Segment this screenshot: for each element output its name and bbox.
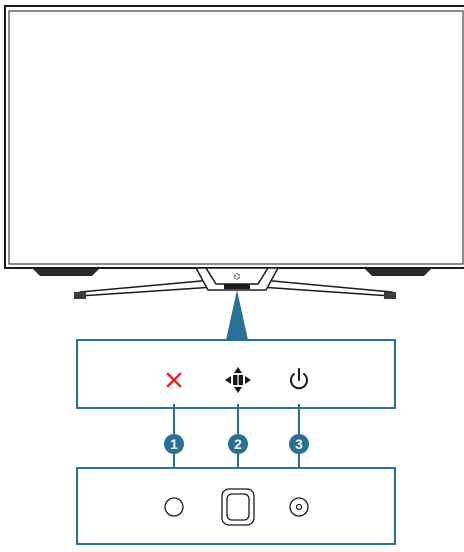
stand-neck-inner <box>204 267 270 285</box>
joystick-button-icon <box>221 488 255 526</box>
monitor-screen-inner-edge <box>8 10 464 265</box>
badge-3: 3 <box>289 434 309 454</box>
connector-lines <box>173 404 300 468</box>
rog-logo-icon: ⌬ <box>234 272 241 281</box>
monitor <box>4 5 464 276</box>
stand-foot-left <box>74 292 86 299</box>
stand-leg-right <box>259 279 393 297</box>
function-panel <box>76 339 396 409</box>
round-button-icon <box>164 497 184 517</box>
badge-1: 1 <box>164 434 184 454</box>
monitor-screen <box>4 5 464 269</box>
pointer-triangle <box>226 290 248 340</box>
monitor-stand <box>74 267 396 299</box>
power-icon <box>290 368 308 390</box>
badge-3-label: 3 <box>295 436 303 452</box>
close-x-icon <box>166 372 182 388</box>
speaker-left <box>32 268 100 276</box>
control-button-panel <box>224 284 250 289</box>
badge-1-label: 1 <box>170 436 178 452</box>
badge-2-label: 2 <box>234 436 242 452</box>
stand-foot-right <box>384 292 396 299</box>
stand-leg-left <box>79 279 215 297</box>
power-button-icon <box>289 497 309 517</box>
badge-2: 2 <box>228 434 248 454</box>
five-way-navigation-icon <box>225 367 251 393</box>
speaker-right <box>364 268 432 276</box>
